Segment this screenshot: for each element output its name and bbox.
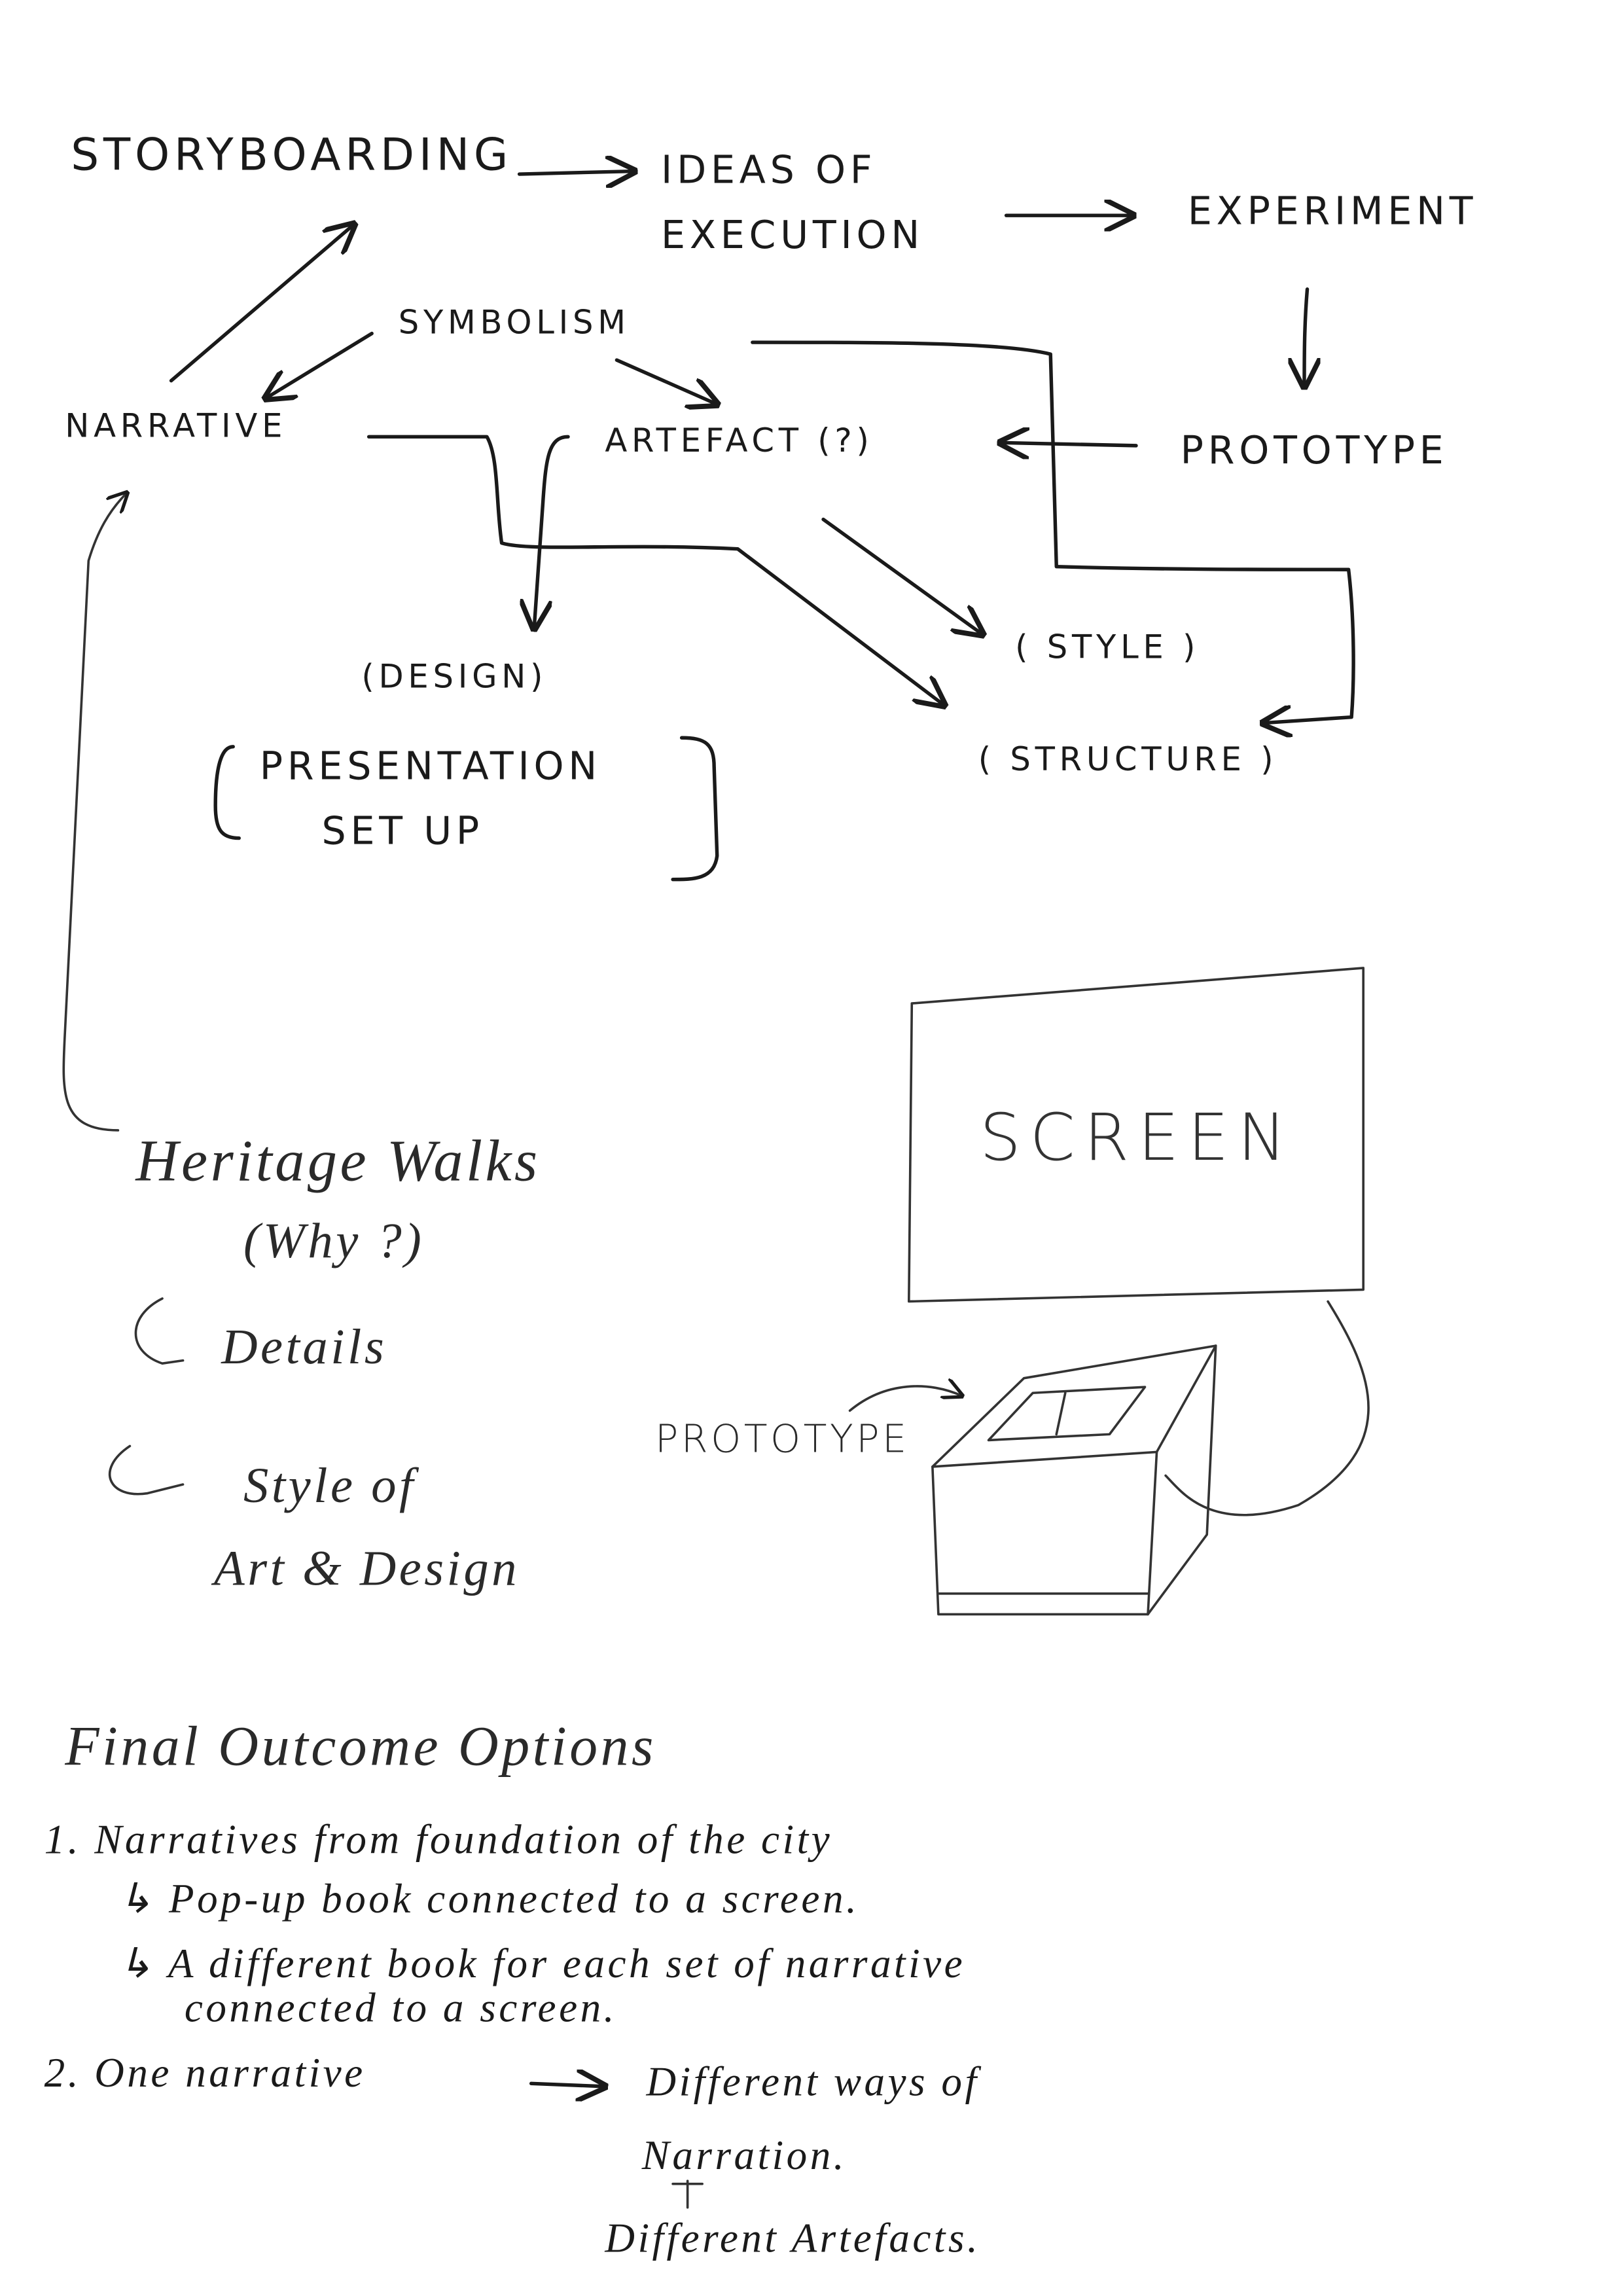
structure-label: ( STRUCTURE )	[978, 740, 1278, 778]
design-label: (DESIGN)	[361, 658, 547, 696]
storyboarding-label: STORYBOARDING	[71, 128, 512, 180]
narrative-label: NARRATIVE	[65, 406, 287, 444]
option-1b-line1: ↳ A different book for each set of narra…	[118, 1941, 965, 1986]
option-1b-line2: connected to a screen.	[185, 1985, 617, 2031]
screen-label: SCREEN	[980, 1100, 1295, 1175]
option-2-down-arrow	[671, 2179, 704, 2209]
option-2-narration: Narration.	[641, 2132, 847, 2178]
ideas-label-line1: IDEAS OF	[661, 148, 876, 192]
ideas-label-line2: EXECUTION	[661, 213, 924, 257]
prototype-label: PROTOTYPE	[1181, 428, 1448, 473]
why-note: (Why ?)	[243, 1213, 424, 1268]
details-hook-arrow	[134, 1297, 185, 1365]
style-label: ( STYLE )	[1015, 628, 1200, 666]
details-note: Details	[221, 1319, 387, 1374]
style-hook-arrow	[109, 1444, 185, 1496]
art-design-note: Art & Design	[211, 1540, 520, 1596]
option-2-artefacts: Different Artefacts.	[604, 2215, 980, 2261]
artefact-label: ARTEFACT (?)	[605, 422, 873, 459]
option-1a: ↳ Pop-up book connected to a screen.	[118, 1876, 859, 1922]
option-2-arrow	[529, 2083, 605, 2087]
flow-arrows	[62, 171, 1355, 1132]
prototype-sketch-label: PROTOTYPE	[655, 1416, 910, 1461]
presentation-label-line2: SET UP	[322, 809, 484, 853]
screen-prototype-sketch: SCREEN PROTOTYPE	[655, 967, 1370, 1616]
experiment-label: EXPERIMENT	[1188, 189, 1477, 234]
heritage-walks-note: Heritage Walks	[135, 1128, 540, 1194]
option-2: 2. One narrative	[45, 2050, 366, 2096]
style-of-note: Style of	[243, 1458, 419, 1513]
presentation-label-line1: PRESENTATION	[260, 744, 601, 788]
option-2-target: Different ways of	[645, 2058, 981, 2104]
final-outcome-title: Final Outcome Options	[64, 1715, 656, 1777]
option-1: 1. Narratives from foundation of the cit…	[45, 1817, 832, 1863]
symbolism-label: SYMBOLISM	[399, 304, 630, 342]
